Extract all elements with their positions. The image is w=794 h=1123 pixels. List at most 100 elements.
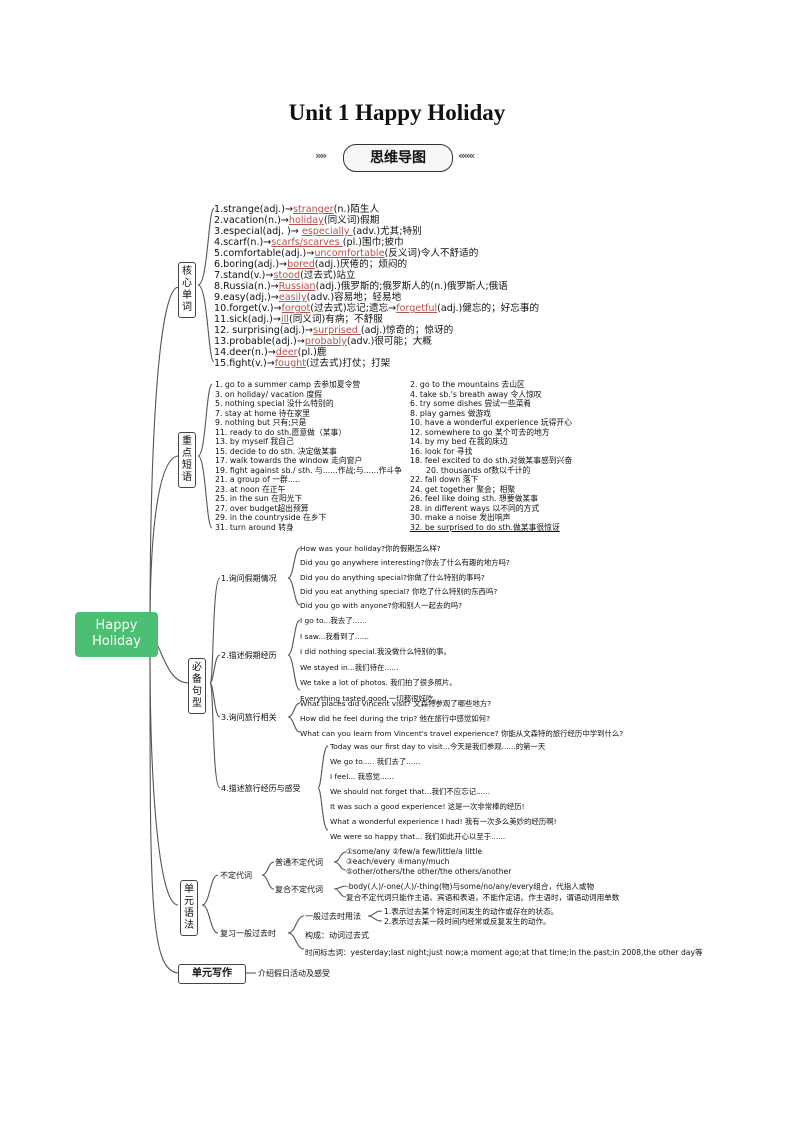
vocab-item: 9.easy(adj.)→easily(adv.)容易地；轻易地 [214,289,401,303]
phrase-item-right: 20. thousands of数以千计的 [426,465,531,475]
branch-sentences-char: 句 [192,686,202,697]
connector-s3-list [287,702,301,733]
vocab-base: 10.forget(v.)→ [214,303,282,314]
vocab-base: 14.deer(n.)→ [214,347,276,358]
branch-writing: 单元写作 [178,964,246,984]
branch-sentences-char: 备 [192,674,202,685]
phrase-item-right: 28. in different ways 以不同的方式 [410,503,540,513]
branch-vocab-char: 心 [182,278,192,289]
vocab-derived: forgot [281,303,311,314]
vocab-base: 7.stand(v.)→ [214,270,274,281]
phrase-item-left: 17. walk towards the window 走向窗户 [215,456,363,465]
vocab-meaning: (adv.)尤其;特别 [352,226,422,237]
vocab-item: 13.probable(adj.)→probably(adv.)很可能；大概 [214,333,432,347]
vocab-meaning: (反义词)令人不舒适的 [384,248,479,259]
sentence-item-g1: How was your holiday?你的假期怎么样? [300,544,441,553]
vocab-item: 1.strange(adj.)→stranger(n.)陌生人 [214,201,379,215]
connector-s1 [209,577,221,684]
sentence-item-g1: Did you do anything special?你做了什么特别的事吗? [300,572,485,582]
central-node-line1: Happy [95,618,138,633]
grammar-time-words: 时间标志词：yesterday;last night;just now;a mo… [305,948,703,957]
vocab-base: 9.easy(adj.)→ [214,292,279,303]
sentence-item-g4: We go to..... 我们去了...... [330,757,421,766]
connector-s1-list [287,547,301,606]
branch-sentences-char: 必 [192,662,202,673]
connector-vocab-words [197,207,215,363]
sentence-item-g4: Today was our first day to visit...今天是我们… [330,742,546,751]
branch-grammar-char: 单 [184,884,194,895]
vocab-derived: especially [301,226,353,237]
vocab-base: 11.sick(adj.)→ [214,314,281,325]
vocab-meaning: (过去式)忘记;遗忘→ [310,303,397,314]
phrase-item-right: 26. feel like doing sth. 想要做某事 [410,494,538,503]
branch-vocab-char: 核 [182,266,192,277]
connector-writing [149,654,179,974]
branch-phrases-char: 点 [182,448,192,459]
connector-g-usage [287,915,305,950]
phrase-item-left: 29. in the countryside 在乡下 [215,513,327,522]
vocab-meaning: (同义词)假期 [323,215,380,226]
sentence-item-g2: We take a lot of photos. 我们拍了很多照片。 [300,678,457,687]
connector-g-common [261,861,275,876]
connector-g-usage-items [367,910,383,922]
phrase-item-right: 18. feel excited to do sth.对做某事感到兴奋 [410,456,573,465]
phrase-item-left: 23. at noon 在正午 [215,484,286,494]
vocab-item: 4.scarf(n.)→scarfs/scarves (pl.)围巾;披巾 [214,234,404,248]
sentence-item-g3: What places did Vincent visit? 文森特参观了哪些地… [300,699,492,708]
branch-vocab-char: 词 [182,302,192,313]
phrase-item-right: 32. be surprised to do sth.做某事很惊讶 [410,522,560,532]
phrase-item-left: 1. go to a summer camp 去参加夏令营 [215,380,361,389]
sentence-item-g3: How did he feel during the trip? 他在旅行中感觉… [300,714,490,723]
vocab-derived: holiday [288,215,324,226]
central-node-line2: Holiday [92,634,141,649]
branch-grammar-char: 法 [184,920,194,931]
vocab-item: 5.comfortable(adj.)→uncomfortable(反义词)令人… [214,245,478,259]
sentence-group-label-4: 4.描述旅行经历与感受 [221,784,301,793]
vocab-derived: easily [278,292,307,303]
phrase-item-left: 13. by myself 我自己 [215,437,294,446]
sentence-item-g1: Did you go with anyone?你和别人一起去的吗? [300,601,463,611]
phrase-item-right: 22. fall down 落下 [410,475,479,484]
vocab-derived: surprised [313,325,361,336]
grammar-usage-item: 2.表示过去某一段时间内经常或反复发生的动作。 [384,917,551,926]
connector-phrases [149,455,179,631]
vocab-item: 3.especial(adj. )→ especially (adv.)尤其;特… [214,223,422,237]
vocab-derived: deer [275,347,298,358]
connector-vocab [149,286,179,631]
grammar-common-item: ③each/every ④many/much [346,857,450,866]
phrase-item-right: 14. by my bed 在我的床边 [410,437,508,446]
branch-phrases-char: 重 [182,436,192,447]
vocab-meaning: (adv.)容易地；轻易地 [306,292,402,303]
vocab-item: 6.boring(adj.)→bored(adj.)厌倦的；烦闷的 [214,256,407,270]
vocab-meaning: (adv.)很可能；大概 [346,336,432,347]
sentence-item-g4: We should not forget that...我们不应忘记...... [330,787,491,796]
vocab-derived: Russian [278,281,316,292]
connector-s2 [209,654,221,684]
vocab-meaning: (过去式)站立 [300,270,356,281]
vocab-item: 14.deer(n.)→deer(pl.)鹿 [214,344,327,358]
connector-g-common-items [333,851,347,871]
grammar-compound-item: -body(人)/-one(人)/-thing(物)与some/no/any/e… [346,882,595,891]
phrase-item-left: 9. nothing but 只有;只是 [215,418,307,427]
branch-sentences-char: 型 [192,698,202,709]
vocab-meaning: (pl.)鹿 [297,347,327,358]
vocab-item: 2.vacation(n.)→holiday(同义词)假期 [214,212,379,226]
sentence-item-g2: Everything tasted good.一切都很好吃。 [300,693,441,703]
page-title: Unit 1 Happy Holiday [288,100,506,125]
phrase-item-right: 4. take sb.'s breath away 令人惊叹 [410,389,542,399]
phrase-item-right: 6. try some dishes 尝试一些菜肴 [410,399,532,408]
vocab-item: 11.sick(adj.)→ill(同义词)有病；不舒服 [214,311,383,325]
phrase-item-left: 11. ready to do sth.愿意做（某事） [215,427,347,437]
central-node: Happy Holiday [75,612,158,657]
sentence-item-g3: What can you learn from Vincent's travel… [300,729,624,738]
vocab-item: 7.stand(v.)→stood(过去式)站立 [214,267,356,281]
mind-map-badge: 思维导图 [343,144,453,172]
sentence-item-g1: Did you eat anything special? 你吃了什么特别的东西… [300,586,498,596]
sentence-item-g1: Did you go anywhere interesting?你去了什么有趣的… [300,558,510,568]
sentence-group-label-2: 2.描述假期经历 [221,651,277,660]
vocab-meaning-2: (adj.)健忘的；好忘事的 [437,303,540,314]
vocab-base: 13.probable(adj.)→ [214,336,305,347]
branch-grammar: 单 元 语 法 [180,880,198,936]
vocab-derived: probably [304,336,347,347]
sentence-item-g2: I did nothing special.我没做什么特别的事。 [300,647,451,656]
